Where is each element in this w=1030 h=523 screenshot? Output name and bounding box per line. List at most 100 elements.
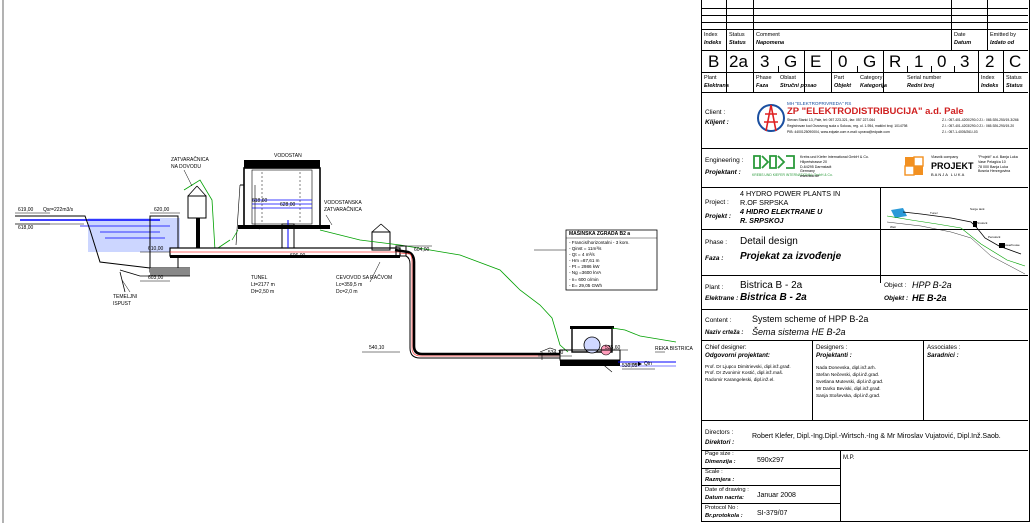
code-label-part-sr: Objekt — [834, 83, 852, 89]
code-label-plant-sr: Elektrana — [704, 83, 729, 89]
label-reka: REKA BISTRICA — [655, 346, 693, 352]
code-char-10: 0 — [937, 52, 947, 71]
code-label-oblast: Oblast — [780, 75, 796, 81]
project-label-sr: Projekt : — [705, 213, 732, 220]
code-char-13: C — [1009, 52, 1022, 71]
client-address: Stevan Stanić 13, Pale, tel: 057 223-321… — [787, 118, 876, 122]
label-ispust: ISPUST — [113, 301, 132, 307]
client-label-sr: Klijent : — [705, 119, 729, 126]
code-char-9: 1 — [914, 52, 924, 71]
scale-label-sr: Razmjera : — [705, 477, 735, 483]
label-cevovod: CEVOVOD SA RAČVOM — [336, 275, 393, 281]
phase-en: Detail design — [740, 236, 798, 247]
label-vodostanska: VODOSTANSKA — [324, 200, 362, 206]
mini-map-label-3: Pinstock — [976, 221, 988, 225]
code-char-8: R — [889, 52, 902, 71]
mp-stamp-label: M.P. — [843, 455, 855, 461]
col-index-sr: Indeks — [704, 40, 722, 46]
code-char-3: 3 — [760, 52, 770, 71]
content-en: System scheme of HPP B-2a — [752, 314, 869, 324]
code-label-phase-sr: Faza — [756, 83, 769, 89]
scale-label: Scale : — [705, 469, 723, 475]
code-label-status: Status — [1006, 75, 1022, 81]
projekt-address: "Projekt" a.d. Banja Luka Vase Pelagića … — [978, 155, 1018, 174]
code-label-status-sr: Status — [1006, 83, 1023, 89]
level-535: 535,60 — [605, 345, 621, 351]
content-sr: Šema sistema HE B-2a — [752, 327, 846, 337]
label-zatvaracnica: ZATVARAČNICA — [171, 157, 209, 163]
label-vodostan: VODOSTAN — [274, 153, 302, 159]
designers-label-sr: Projektanti : — [816, 352, 852, 359]
level-534: 534,10 — [548, 350, 564, 356]
code-char-1: B — [708, 52, 720, 71]
object-en: HPP B-2a — [912, 280, 952, 290]
plant-en: Bistrica B - 2a — [740, 280, 803, 291]
directors-label-sr: Direktori : — [705, 439, 735, 446]
label-cevovod-length: Lc=359,5 m — [336, 282, 363, 288]
mini-map-label-5: Powerhouse — [1003, 243, 1020, 247]
plant-label: Plant : — [705, 284, 724, 291]
date-of-drawing-value: Januar 2008 — [757, 492, 796, 499]
level-604: 604,00 — [414, 247, 430, 253]
code-label-category-sr: Kategorija — [860, 83, 887, 89]
col-emitted-sr: Izdato od — [990, 40, 1015, 46]
q-inflow: Qsr=222m3/s — [43, 207, 74, 213]
phase-label-sr: Faza : — [705, 255, 724, 262]
masinska-specs: - Francis/horizontalni - 3 kom. - Qinst … — [569, 240, 630, 288]
level-618-b: 618,60 — [252, 198, 268, 204]
label-cevovod-diameter: Dc=2,0 m — [336, 289, 358, 295]
code-label-part: Part — [834, 75, 845, 81]
col-comment: Comment — [756, 32, 780, 38]
directors-label: Directors : — [705, 429, 734, 436]
code-label-phase: Phase — [756, 75, 772, 81]
page-size-label-sr: Dimenzija : — [705, 459, 736, 465]
mini-map-label-1: Surge tank — [970, 207, 985, 211]
directors-value: Robert Klefer, Dipl.-Ing.Dipl.-Wirtsch.-… — [752, 433, 1001, 440]
client-org-top: MH "ELEKTROPRIVREDA" RS — [787, 101, 852, 106]
plant-sr: Bistrica B - 2a — [740, 292, 807, 303]
col-status-sr: Status — [729, 40, 746, 46]
client-phones-3: Z.I.: 057-1-4005/261/-03 — [942, 130, 978, 134]
label-temeljni: TEMELJNI — [113, 294, 138, 300]
code-char-4: G — [784, 52, 798, 71]
krebs-kiefer-sub: KREBS UND KIEFER INTERNATIONAL GmbH & Co… — [752, 173, 833, 177]
code-label-category: Category — [860, 75, 883, 81]
client-org-name: ZP "ELEKTRODISTRIBUCIJA" a.d. Pale — [787, 106, 964, 117]
col-date-sr: Datum — [954, 40, 972, 46]
label-zatvaracnica-2: ZATVARAČNICA — [324, 207, 362, 213]
label-tunel-length: Lt=2177 m — [251, 282, 275, 288]
label-na-dovodu: NA DOVODU — [171, 164, 202, 170]
code-label-serial-sr: Redni broj — [907, 83, 935, 89]
projekt-logo-icon — [904, 156, 924, 176]
protocol-value: SI-379/07 — [757, 510, 788, 517]
mini-location-map — [886, 208, 1026, 275]
level-618: 618,00 — [18, 225, 34, 231]
col-status: Status — [729, 32, 745, 38]
krebs-kiefer-logo-icon — [753, 155, 795, 169]
plant-label-sr: Elektrane : — [705, 295, 739, 302]
level-540: 540,10 — [369, 345, 385, 351]
code-char-7: G — [863, 52, 877, 71]
project-en-1: 4 HYDRO POWER PLANTS IN — [740, 189, 841, 198]
code-label-serial: Serial number — [907, 75, 942, 81]
level-619: 619,00 — [18, 207, 34, 213]
protocol-label-sr: Br.protokola : — [705, 513, 743, 519]
page-size-label: Page size : — [705, 451, 734, 457]
client-phones-1: Z.I.: 057-401-4200/290-0 Z.I.: 065-926-2… — [942, 118, 1019, 122]
client-label: Client : — [705, 109, 726, 116]
col-date: Date — [954, 32, 966, 38]
label-qin: Qin — [644, 361, 652, 367]
project-sr-1: 4 HIDRO ELEKTRANE U — [740, 207, 823, 216]
protocol-label: Protocol No : — [705, 505, 739, 511]
chief-names: Prof. Dr Ljupco Dimitrievski, dipl.inž.g… — [705, 364, 791, 382]
projekt-city: BANJA LUKA — [931, 172, 966, 177]
col-index: Index — [704, 32, 718, 38]
projekt-small: Vlasnik company — [931, 155, 959, 159]
code-char-6: 0 — [838, 52, 848, 71]
date-of-drawing-label-sr: Datum nacrta: — [705, 495, 744, 501]
client-logo-icon — [757, 104, 785, 132]
object-sr: HE B-2a — [912, 293, 947, 303]
client-pib: PIB: 4400125090004, www.edpale.com e-mai… — [787, 130, 890, 134]
content-label-sr: Naziv crteža : — [705, 330, 744, 336]
object-label-sr: Objekt : — [884, 295, 909, 302]
